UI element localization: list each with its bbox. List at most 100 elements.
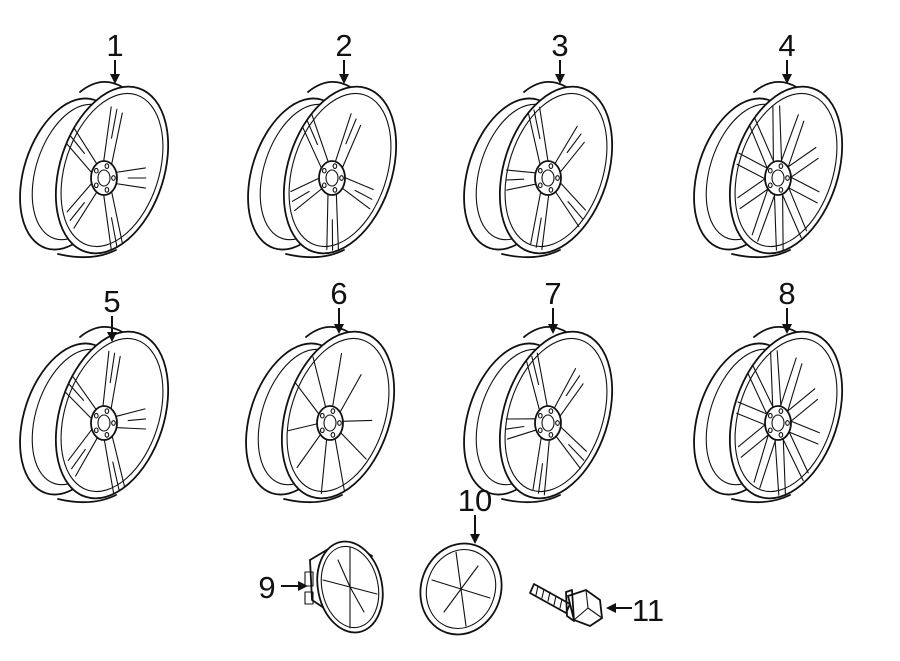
spoke [67,427,99,477]
spoke [787,176,820,204]
callout-5: 5 [103,284,121,342]
barrel-top [753,326,799,338]
center-bore [541,169,555,187]
lug-hole [93,412,99,419]
wheel-5-part[interactable] [2,317,188,513]
barrel-top [305,326,351,338]
lug-hole [104,187,110,193]
spoke [786,388,819,423]
arrowhead [470,534,480,544]
arrowhead [334,324,344,334]
callout-number: 8 [778,276,795,311]
spoke-split [69,135,85,154]
spoke-split [566,133,582,154]
rim-lip [286,337,390,493]
spoke [339,419,373,460]
wheel-6-part[interactable] [228,317,414,513]
hub [90,160,118,196]
lug-hole [555,420,560,426]
lug-hole [319,412,325,419]
spoke [65,375,98,421]
arrowhead [107,332,117,342]
spokes [290,113,374,251]
spoke [326,192,339,251]
wheel-3-part[interactable] [446,72,632,268]
spoke [530,190,550,250]
spokes [65,350,147,494]
spoke [505,169,538,191]
wheels-group [2,72,862,513]
spoke-split [127,418,147,422]
spoke-split [505,178,525,181]
lug-hole [339,175,344,181]
lug-hole [319,427,325,434]
lug-hole [548,432,554,438]
spoke-split [291,190,310,202]
arrowhead [782,74,792,84]
wheel-2-part[interactable] [230,72,416,268]
center-bore [97,169,111,187]
hub [318,160,346,196]
spoke [736,152,769,180]
rim-lip [60,92,164,248]
wheel-4-part[interactable] [676,72,862,268]
lug-hole [332,163,338,169]
spoke [773,192,784,251]
callout-6: 6 [330,276,348,334]
spoke [301,114,330,170]
lug-hole [785,420,790,426]
barrel-top [523,326,569,338]
lug-hole [330,408,336,414]
spoke [780,114,805,170]
lug-hole [778,432,784,438]
arrowhead [548,324,558,334]
spoke [525,352,548,412]
spoke-split [354,189,373,200]
spoke [770,350,782,410]
spoke-split [109,352,116,384]
callout-11: 11 [606,593,664,628]
emblem-part[interactable] [409,533,514,645]
spoke [554,181,587,228]
rim-lip [288,92,392,248]
wheel-1-part[interactable] [2,72,188,268]
callout-4: 4 [778,28,796,84]
lug-hole [767,427,773,434]
spoke-split [537,463,544,494]
wheel-7-part[interactable] [446,317,632,513]
lug-hole [93,427,99,434]
barrel-bottom [283,494,343,504]
spoke-split [69,202,85,221]
spoke [553,125,585,174]
spoke [736,401,769,426]
center-bore [771,414,785,432]
barrel-top [79,81,125,93]
spoke [290,177,324,212]
spoke-split [345,118,357,145]
spoke-split [565,375,581,397]
spoke [103,190,123,250]
spoke-split [505,425,525,430]
rim-lip [734,92,838,248]
center-cap-part[interactable] [304,535,391,638]
lug-bolt-part[interactable] [529,583,603,628]
callout-number: 3 [551,28,568,63]
spokes [736,105,820,251]
lug-hole [778,187,784,193]
lug-hole [104,408,110,414]
callout-number: 2 [335,28,352,63]
spoke [66,127,98,175]
callout-7: 7 [544,276,562,334]
spoke [751,186,776,242]
spokes [736,350,820,496]
spoke [320,437,345,495]
hub [764,160,792,196]
barrel-top [79,326,125,338]
center-bore [541,414,555,432]
spoke [532,435,550,496]
wheel-8-part[interactable] [676,317,862,513]
hub [764,405,792,441]
hub [534,405,562,441]
spokes [505,106,587,250]
